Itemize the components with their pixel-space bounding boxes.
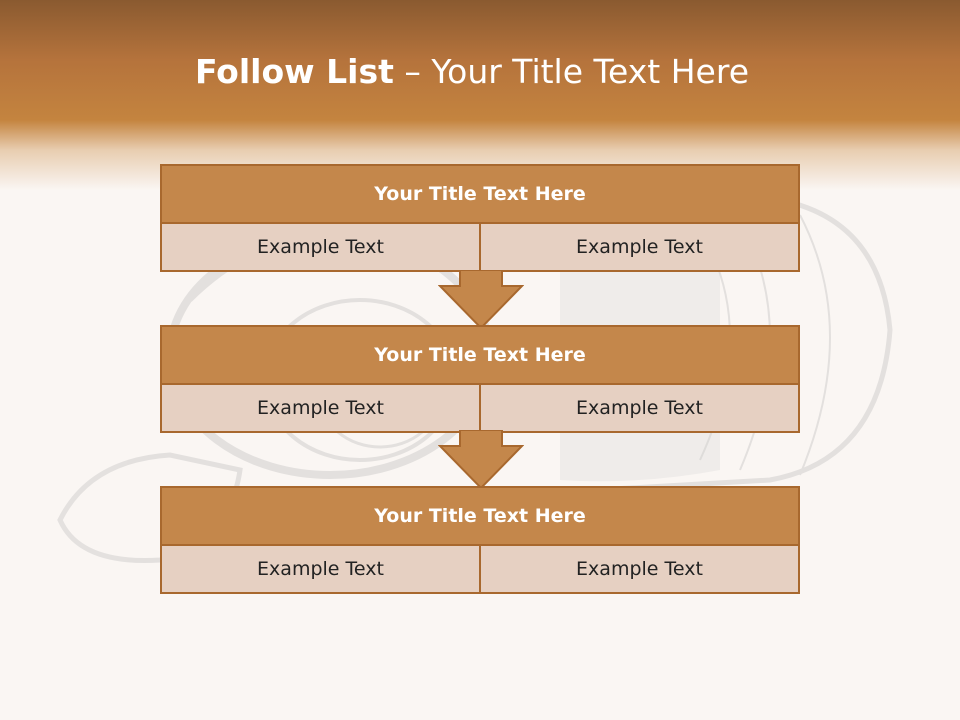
- step-2-left-text: Example Text: [257, 397, 384, 419]
- step-box-3: Your Title Text Here Example Text Exampl…: [160, 486, 800, 594]
- step-2-title: Your Title Text Here: [162, 327, 798, 385]
- step-1-row: Example Text Example Text: [162, 224, 798, 270]
- down-arrow-icon: [438, 270, 524, 330]
- step-1-title: Your Title Text Here: [162, 166, 798, 224]
- step-3-right-text: Example Text: [479, 546, 798, 592]
- step-3-row: Example Text Example Text: [162, 546, 798, 592]
- slide-title-dash: –: [393, 52, 432, 91]
- step-2-row: Example Text Example Text: [162, 385, 798, 431]
- slide-title-bold: Follow List: [194, 52, 394, 91]
- step-box-1: Your Title Text Here Example Text Exampl…: [160, 164, 800, 272]
- slide-title: Follow List – Your Title Text Here: [0, 52, 944, 91]
- step-3-left-text: Example Text: [257, 558, 384, 580]
- step-1-left-text: Example Text: [257, 236, 384, 258]
- slide-title-rest: Your Title Text Here: [431, 52, 750, 91]
- step-3-title: Your Title Text Here: [162, 488, 798, 546]
- down-arrow-icon: [438, 430, 524, 490]
- step-2-right-text: Example Text: [479, 385, 798, 431]
- step-box-2: Your Title Text Here Example Text Exampl…: [160, 325, 800, 433]
- step-1-right-text: Example Text: [479, 224, 798, 270]
